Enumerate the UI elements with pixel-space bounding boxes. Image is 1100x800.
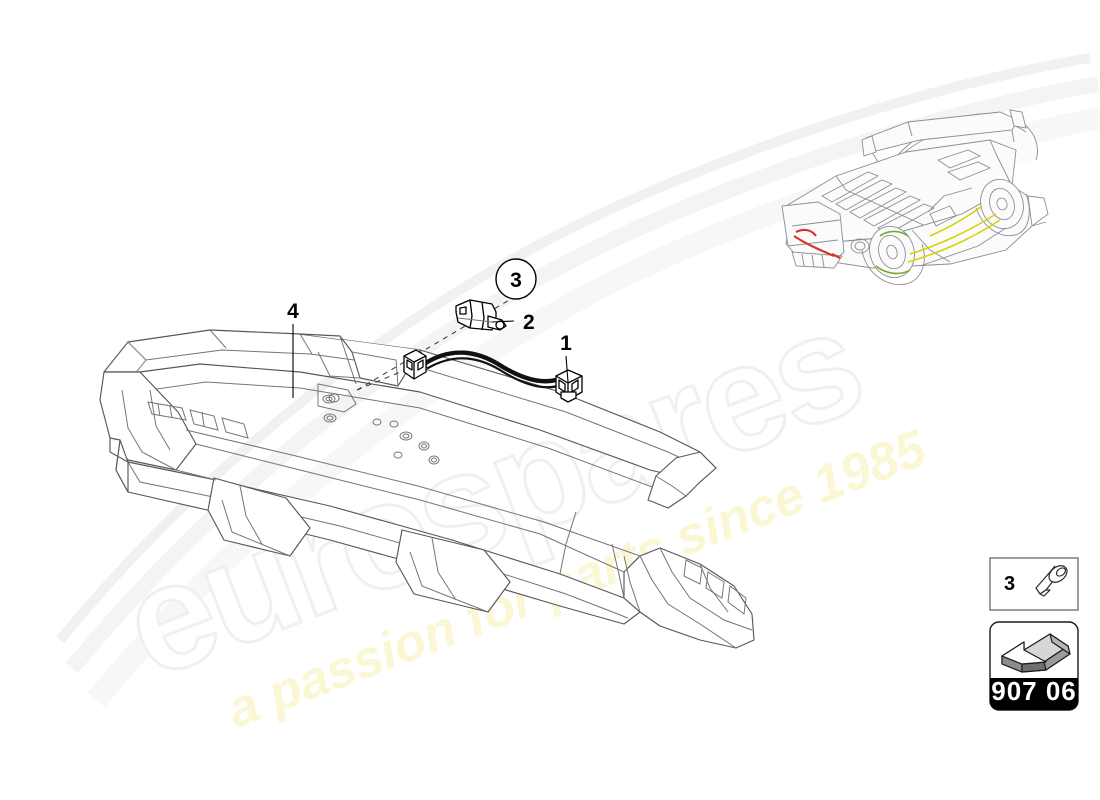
callout-4-label: 4: [287, 300, 299, 323]
group-badge[interactable]: 907 06: [989, 621, 1079, 711]
callout-3-circle: [495, 258, 537, 300]
harness-left-connector: [403, 349, 427, 380]
legend-screw-number: 3: [1004, 573, 1015, 595]
callout-2-parking-sensor[interactable]: 2: [491, 311, 535, 334]
socket-head-screw-icon: [1035, 565, 1068, 597]
bumper-carrier-outline: [99, 329, 755, 649]
callout-4-bumper-carrier[interactable]: 4: [287, 300, 299, 398]
legend-screw-box[interactable]: 3: [989, 557, 1079, 611]
vehicle-body: [781, 109, 1049, 286]
group-badge-number: 907 06: [991, 676, 1077, 706]
vehicle-harness-highlight: [793, 205, 1001, 275]
mounting-holes: [317, 383, 440, 465]
callout-3-screw[interactable]: 3: [495, 258, 537, 300]
callout-3-label: 3: [510, 269, 522, 292]
parking-sensor-bracket: [455, 299, 507, 331]
callout-1-label: 1: [560, 332, 572, 355]
harness-right-connector: [555, 369, 583, 403]
wiring-harness: [421, 350, 560, 389]
callout-2-label: 2: [523, 311, 535, 334]
callout-1-harness-connector[interactable]: 1: [560, 332, 572, 383]
group-badge-numberstrip: [990, 678, 1078, 710]
3d-arrow-icon: [1001, 633, 1071, 673]
